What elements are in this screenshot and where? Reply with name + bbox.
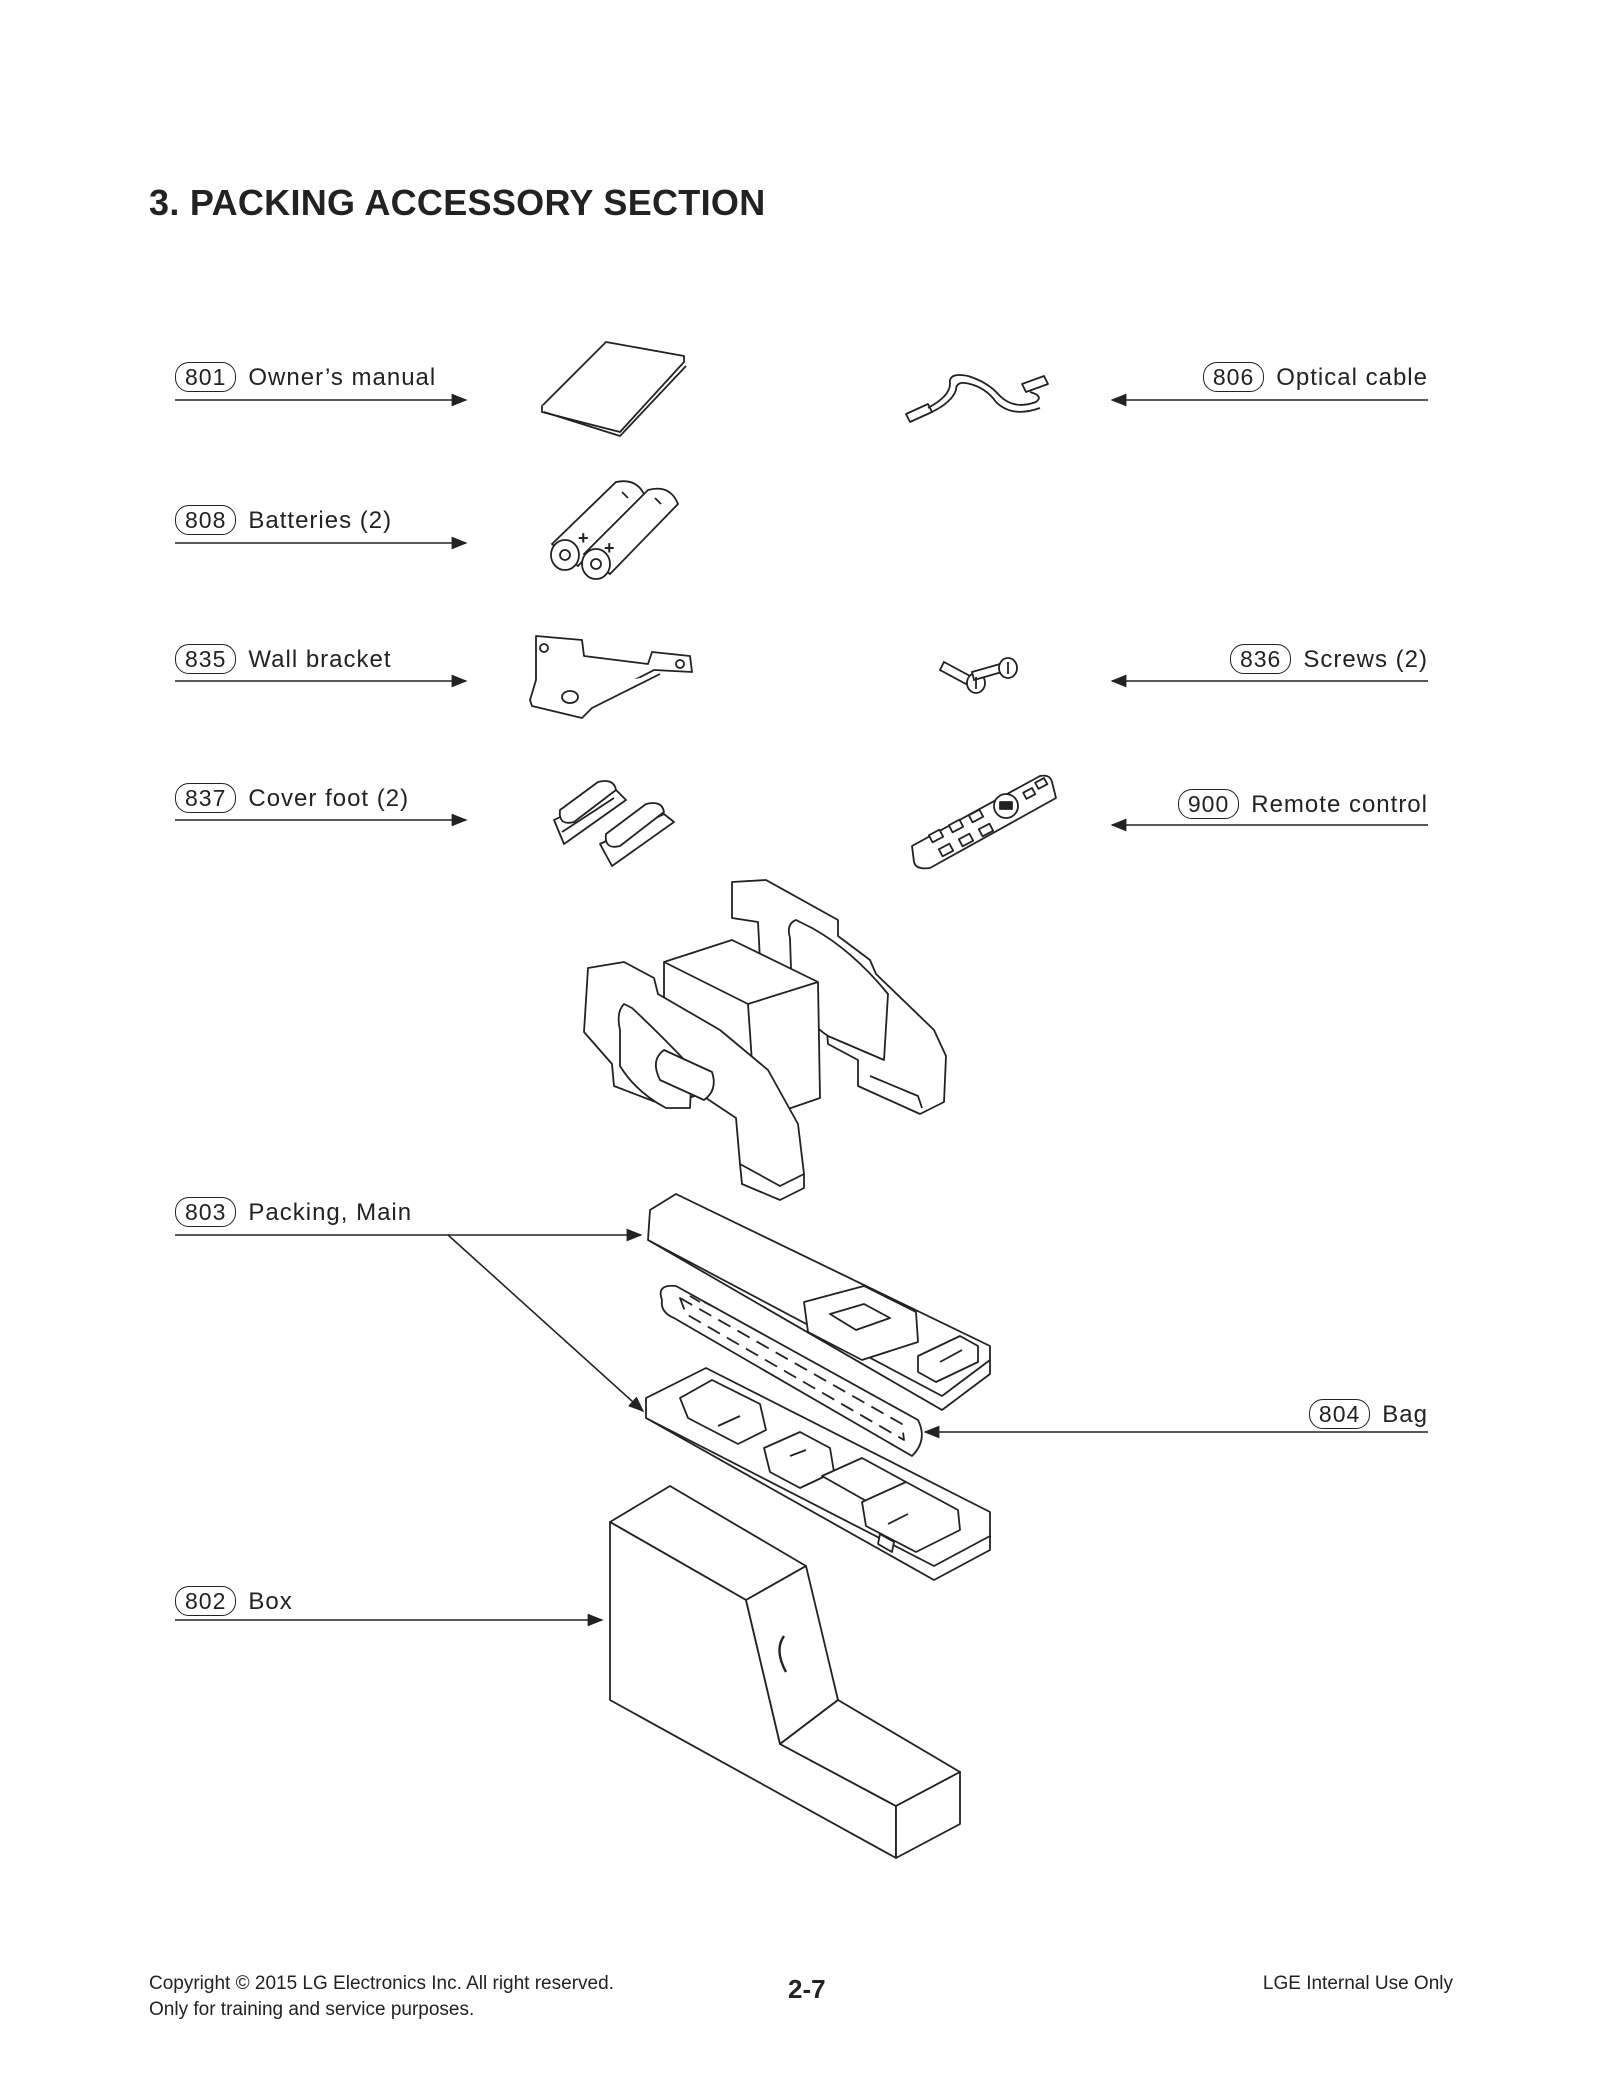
part-number-badge: 837 (175, 783, 237, 813)
page-title: 3. PACKING ACCESSORY SECTION (149, 182, 766, 223)
part-label: Box (248, 1588, 293, 1615)
usage-note: Only for training and service purposes. (149, 1999, 475, 2020)
callout-802: 802 Box (175, 1586, 293, 1630)
part-number-badge: 801 (175, 362, 237, 392)
part-label: Cover foot (2) (248, 785, 410, 812)
batteries-icon: + + (550, 480, 680, 580)
part-number-badge: 804 (1308, 1399, 1371, 1429)
part-number-badge: 835 (175, 644, 237, 674)
svg-text:+: + (578, 528, 589, 548)
callout-837: 837 Cover foot (2) (175, 783, 409, 827)
packing-tray-upper-icon (647, 1193, 991, 1411)
manual-icon (541, 341, 687, 437)
part-number-badge: 836 (1229, 644, 1292, 674)
part-label: Wall bracket (248, 646, 392, 673)
callout-804: 804 Bag (1308, 1399, 1428, 1443)
svg-text:+: + (604, 538, 615, 558)
box-icon (609, 1485, 961, 1859)
part-label: Batteries (2) (248, 507, 393, 534)
callout-806: 806 Optical cable (1202, 362, 1428, 406)
cover-foot-icon (553, 780, 675, 867)
part-number-badge: 803 (175, 1197, 237, 1227)
part-number-badge: 808 (175, 505, 237, 535)
internal-use-label: LGE Internal Use Only (1262, 1973, 1453, 1994)
callout-836: 836 Screws (2) (1229, 644, 1428, 688)
part-label: Packing, Main (248, 1199, 413, 1226)
part-label: Remote control (1251, 791, 1428, 818)
screws-icon (938, 657, 1018, 694)
callout-808: 808 Batteries (2) (175, 505, 392, 549)
part-number-badge: 802 (175, 1586, 237, 1616)
optical-cable-icon (905, 374, 1049, 423)
packing-main-block-icon (583, 879, 947, 1201)
part-label: Bag (1382, 1401, 1428, 1428)
callout-900: 900 Remote control (1177, 789, 1428, 833)
page-number: 2-7 (788, 1974, 826, 2004)
part-label: Optical cable (1276, 364, 1428, 391)
leader-line-803b (447, 1234, 645, 1413)
footer-left: Copyright © 2015 LG Electronics Inc. All… (149, 1971, 614, 2023)
part-label: Screws (2) (1303, 646, 1428, 673)
part-number-badge: 900 (1177, 789, 1240, 819)
packing-tray-lower-icon (645, 1367, 991, 1581)
copyright-text: Copyright © 2015 LG Electronics Inc. All… (149, 1973, 614, 1994)
bag-icon (659, 1284, 923, 1457)
remote-control-icon (911, 774, 1057, 870)
part-label: Owner’s manual (248, 364, 437, 391)
callout-803: 803 Packing, Main (175, 1197, 412, 1241)
wall-bracket-icon (529, 635, 693, 719)
callout-801: 801 Owner’s manual (175, 362, 436, 406)
part-number-badge: 806 (1202, 362, 1265, 392)
callout-835: 835 Wall bracket (175, 644, 392, 688)
